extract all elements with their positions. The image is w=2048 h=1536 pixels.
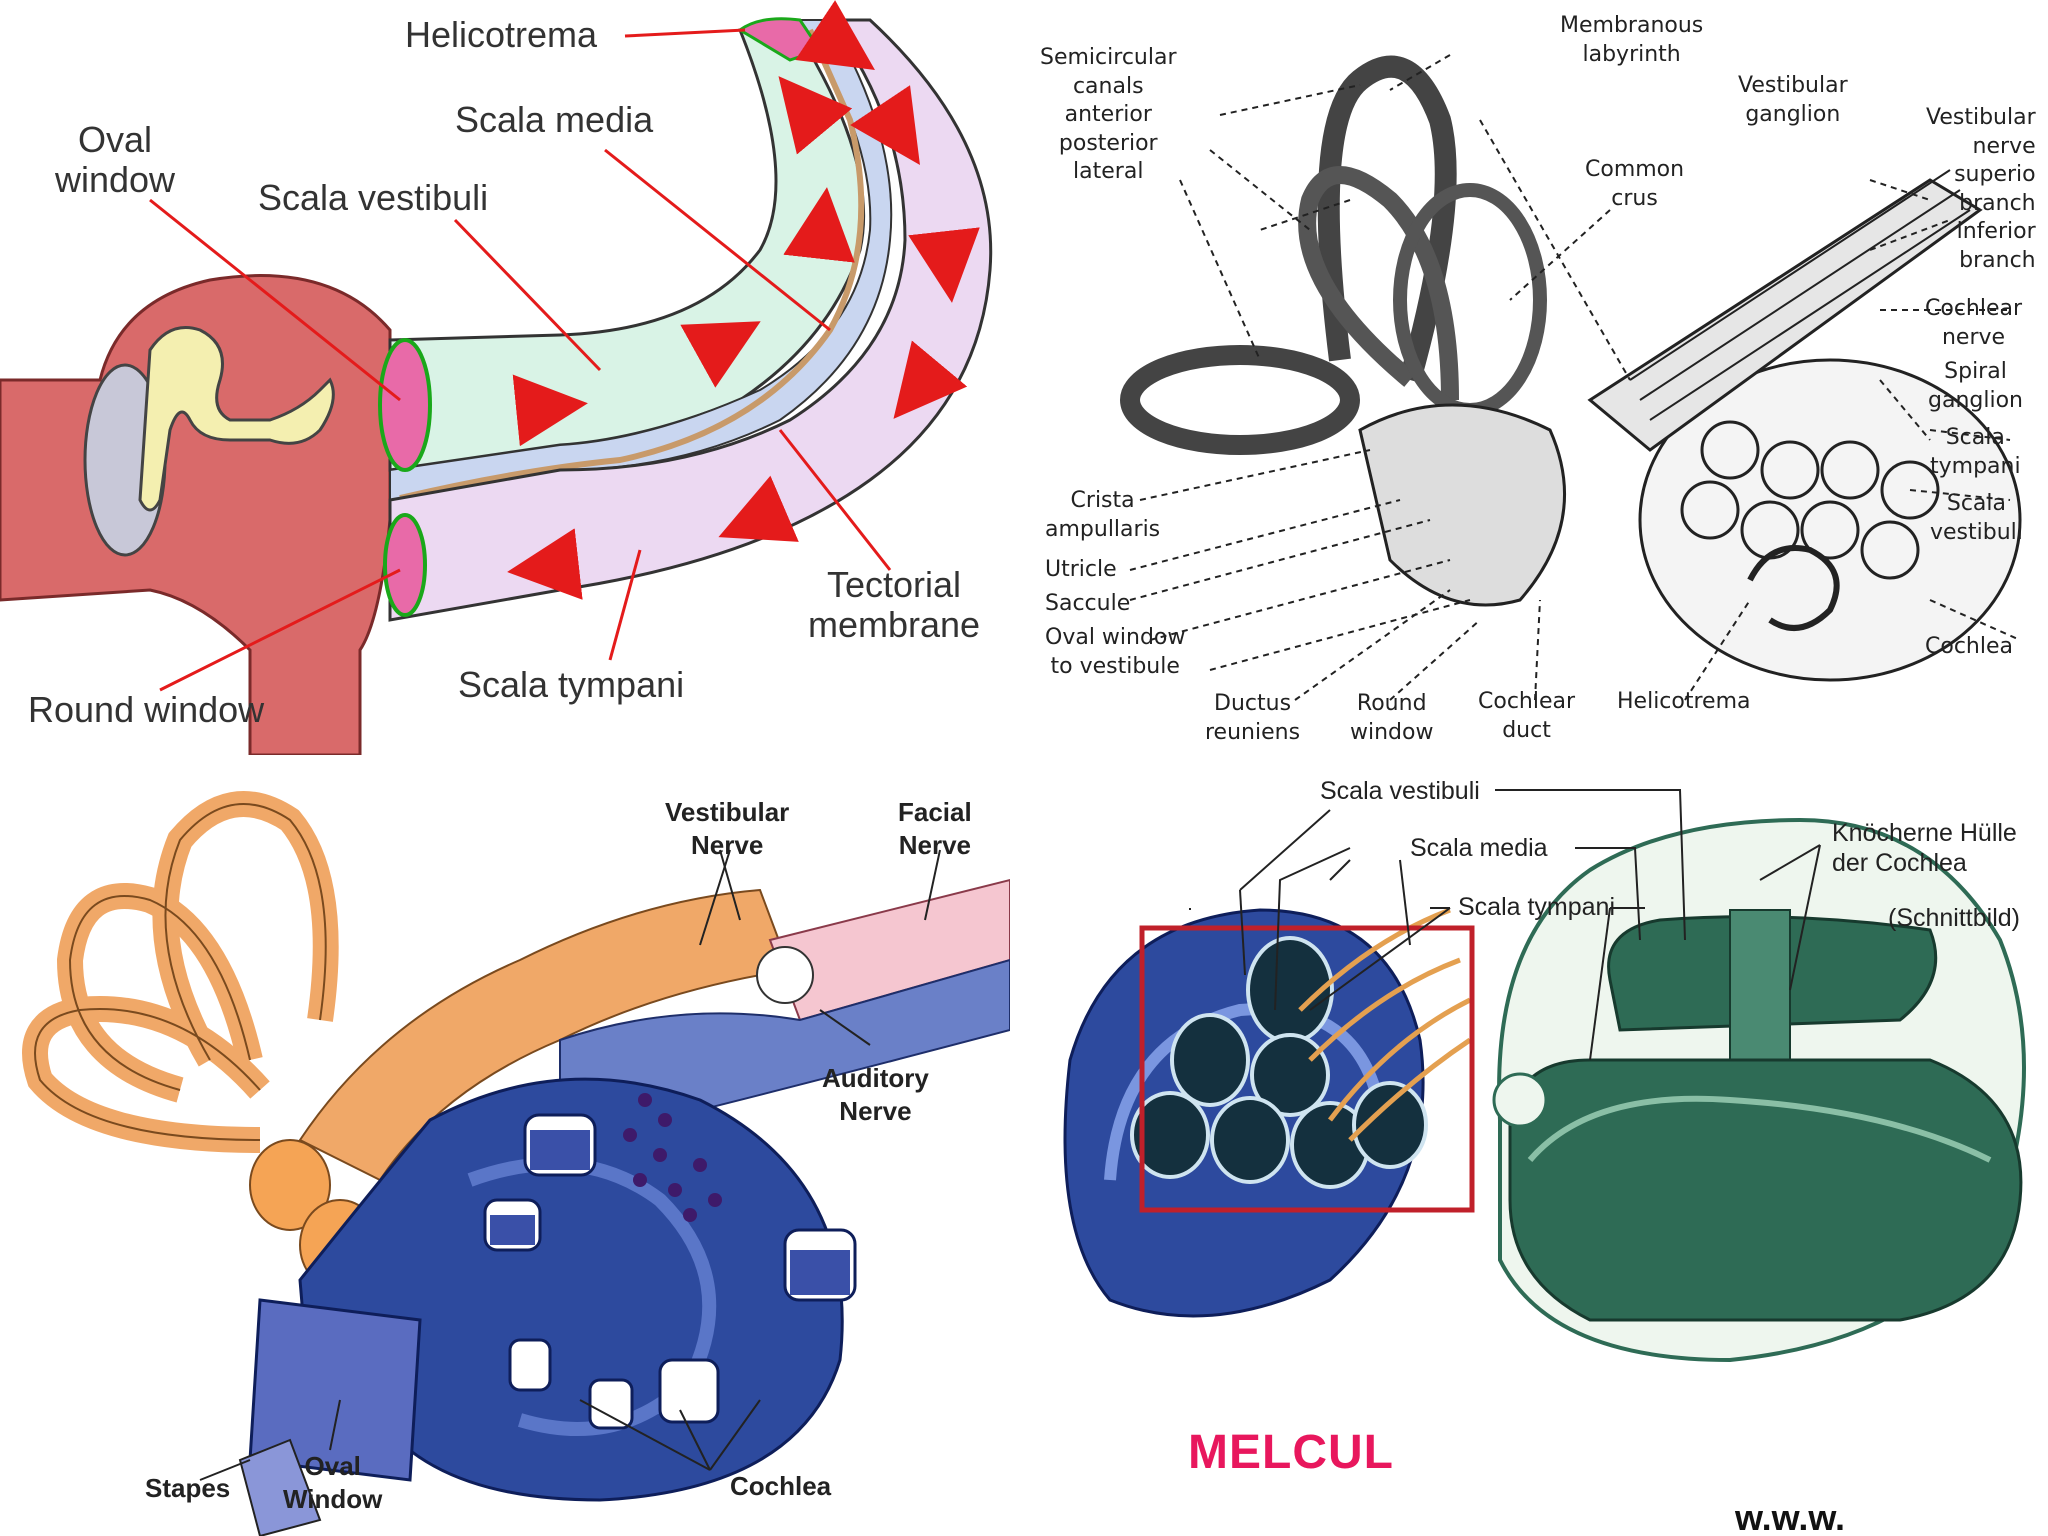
label-scala-tympani-sketch: Scala tympani: [1930, 425, 2021, 479]
lower-turn: [1508, 1058, 2023, 1322]
stapes-bone: [238, 1438, 322, 1536]
label-oval-window-colored: Oval Window: [283, 1451, 383, 1514]
label-spiral-ganglion: Spiral ganglion: [1928, 359, 2023, 413]
nerve-fibres: [1298, 907, 1472, 1142]
label-facial-nerve: Facial Nerve: [898, 797, 972, 860]
label-scala-media-section: Scala media: [1410, 834, 1548, 862]
fluid-flow-arrows: [507, 0, 980, 600]
labyrinth-outline: [1120, 55, 2022, 682]
modiolus: [1729, 909, 1791, 1061]
label-round-window: Round window: [28, 689, 265, 730]
label-auditory-nerve: Auditory Nerve: [822, 1063, 929, 1126]
cochlea-duct-cross-sections: [1130, 936, 1428, 1189]
label-stapes: Stapes: [145, 1473, 231, 1503]
facial-nerve-cut: [756, 946, 814, 1004]
label-scala-media: Scala media: [455, 99, 654, 140]
label-round-window-sketch: Round window: [1350, 691, 1434, 745]
label-scala-tympani-section: Scala tympani: [1458, 893, 1616, 921]
footer-text: w.w.w.: [1735, 1497, 1846, 1536]
round-window-membrane: [383, 513, 427, 617]
label-tectorial-membrane: Tectorial membrane: [808, 564, 981, 645]
anterior-canal: [1317, 55, 1457, 383]
label-helicotrema: Helicotrema: [405, 14, 598, 55]
label-cochlear-nerve: Cochlear nerve: [1925, 296, 2023, 350]
semicircular-canals-orange: [22, 791, 339, 1153]
spiral-ganglion-dots: [623, 1093, 722, 1222]
panel-labyrinth-sketch: Membranous labyrinth Semicircular canals…: [1030, 0, 2048, 755]
magnification-box: [1139, 925, 1475, 1213]
ossicles: [138, 326, 335, 512]
colored-leader-lines: [199, 849, 941, 1481]
label-oval-window: Oval window: [55, 119, 176, 200]
label-common-crus: Common crus: [1585, 157, 1685, 211]
label-semicircular-canals: Semicircular canals anterior posterior l…: [1040, 45, 1177, 185]
scala-tympani-channel: [388, 18, 993, 622]
panel-cochlea-section: Scala vestibuli Scala media Scala tympan…: [1030, 760, 2048, 1536]
cochlear-spiral: [1747, 545, 1840, 631]
nerve-bundle: [1587, 178, 1983, 452]
label-schnittbild: (Schnittbild): [1888, 904, 2020, 932]
vestibular-nerve-mass: [298, 888, 792, 1182]
cochlear-duct-inner: [490, 1130, 850, 1295]
lateral-canal: [1120, 345, 1360, 455]
label-oval-window-sketch: Oval window to vestibule: [1045, 625, 1186, 679]
oval-window-plate: [248, 1298, 422, 1482]
label-helicotrema-sketch: Helicotrema: [1617, 689, 1751, 714]
oval-window-membrane: [378, 338, 432, 472]
label-cochlea-sketch: Cochlea: [1925, 634, 2013, 659]
label-knocherne-hulle: Knöcherne Hülle der Cochlea: [1832, 819, 2017, 877]
tectorial-membrane: [399, 28, 865, 501]
label-vestibular-ganglion: Vestibular ganglion: [1738, 73, 1848, 127]
label-membranous-labyrinth: Membranous labyrinth: [1560, 13, 1704, 67]
label-crista-ampullaris: Crista ampullaris: [1045, 488, 1161, 542]
cochlea-outline: [1638, 358, 2022, 682]
label-scala-tympani: Scala tympani: [458, 664, 685, 705]
sketch-leader-lines: [1129, 54, 2021, 701]
label-vestibular-nerve-colored: Vestibular Nerve: [665, 797, 790, 860]
label-vestibular-nerve: Vestibular nerve superio branch inferior…: [1926, 105, 2036, 273]
panel-cochlea-uncoiled: Helicotrema Scala media Oval window Scal…: [0, 0, 1010, 755]
section-leader-lines: [1189, 789, 1821, 1061]
label-cochlea-colored: Cochlea: [730, 1471, 832, 1501]
label-saccule: Saccule: [1045, 591, 1131, 616]
label-scala-vestibuli-sketch: Scala vestibuli: [1930, 491, 2023, 545]
vestibule: [1358, 403, 1567, 607]
label-utricle: Utricle: [1045, 557, 1117, 582]
label-ductus-reuniens: Ductus reuniens: [1205, 691, 1301, 745]
cochlea-uncoiled-illustration: [0, 0, 993, 755]
label-scala-vestibuli-section: Scala vestibuli: [1320, 777, 1480, 805]
leader-lines: [149, 28, 892, 692]
label-scala-vestibuli: Scala vestibuli: [258, 177, 489, 218]
cochlea-section-illustration: [1063, 789, 2026, 1363]
inner-ear-colored-illustration: [22, 791, 1010, 1536]
posterior-canal: [1298, 166, 1459, 401]
labyrinth-sketch-illustration: [1120, 54, 2022, 701]
panel-inner-ear-colored: Vestibular Nerve Facial Nerve Auditory N…: [0, 760, 1010, 1536]
label-cochlear-duct: Cochlear duct: [1478, 689, 1576, 743]
ampulla-1: [249, 1139, 331, 1231]
watermark-text: MELCUL: [1188, 1426, 1394, 1479]
